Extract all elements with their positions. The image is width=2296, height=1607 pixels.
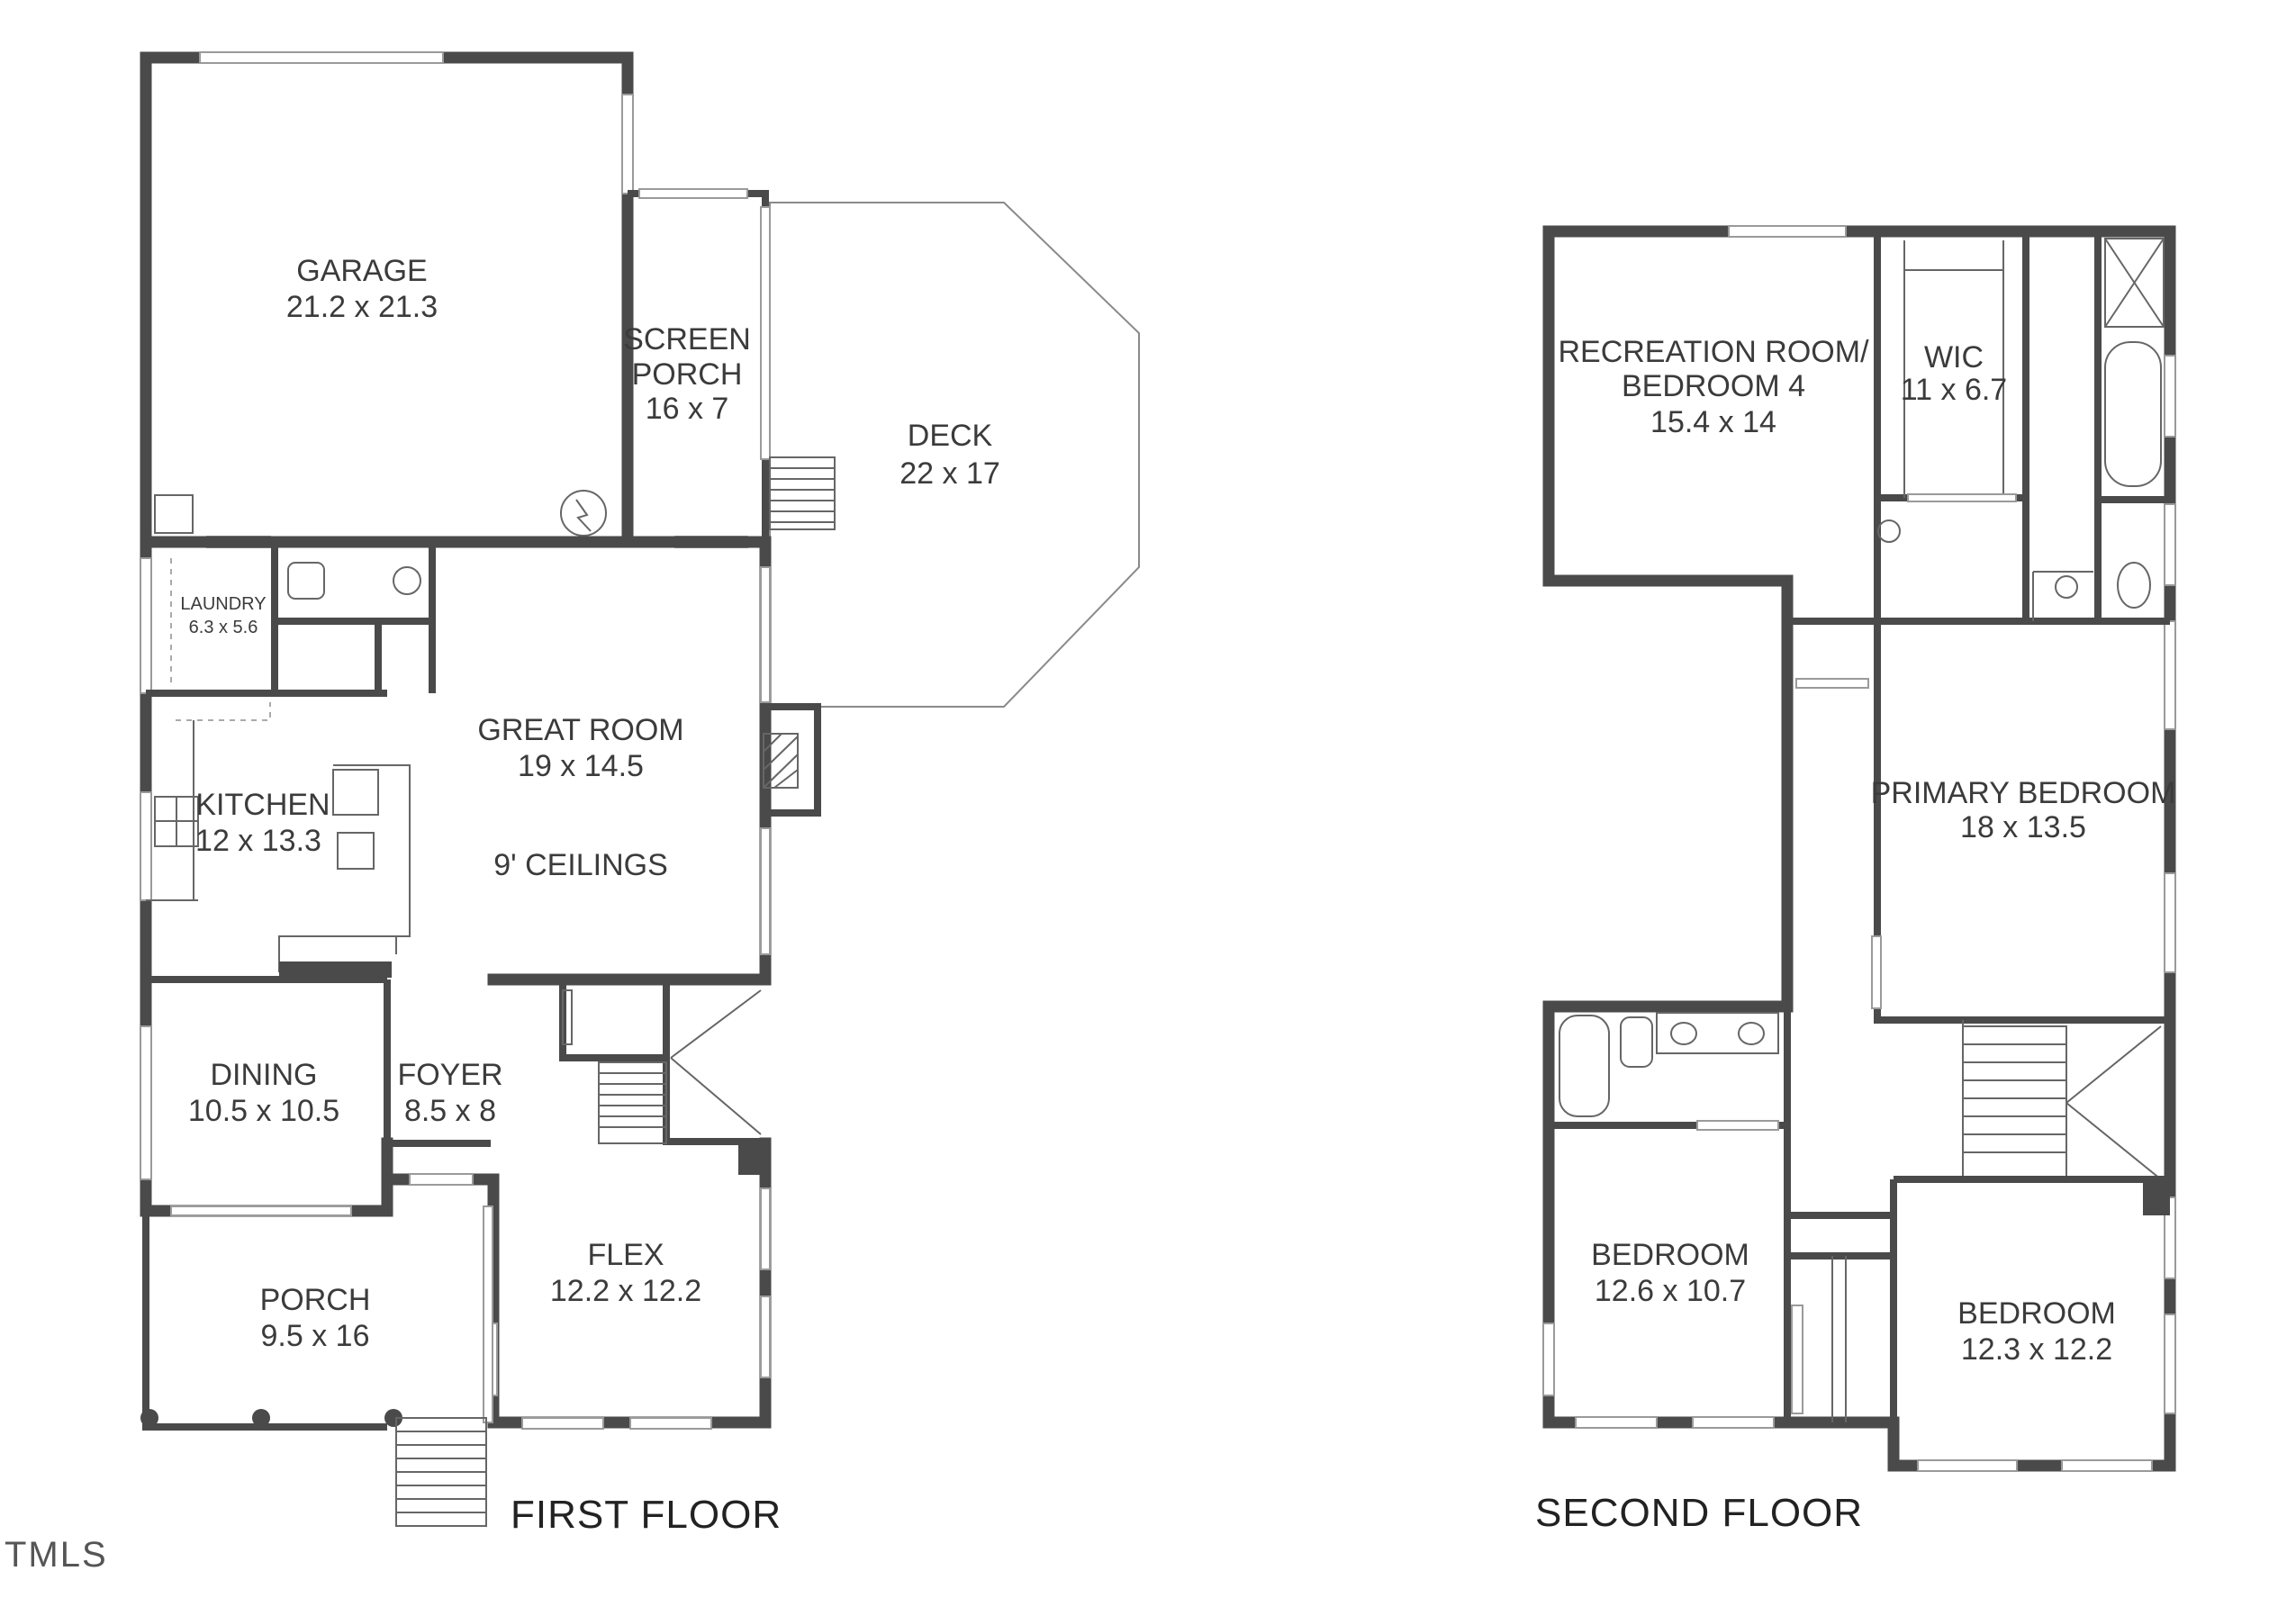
first-floor-plan: GARAGE 21.2 x 21.3 SCREEN PORCH 16 x 7 D… bbox=[140, 51, 1140, 1537]
great-room-ceiling-note: 9' CEILINGS bbox=[493, 848, 668, 882]
garage-dims: 21.2 x 21.3 bbox=[286, 290, 438, 324]
laundry-dims: 6.3 x 5.6 bbox=[189, 618, 258, 637]
mls-logo: TMLS bbox=[5, 1535, 108, 1575]
primary-bedroom-label: PRIMARY BEDROOM bbox=[1871, 776, 2176, 810]
recreation-label-1: RECREATION ROOM/ bbox=[1558, 335, 1869, 369]
recreation-label-2: BEDROOM 4 bbox=[1622, 369, 1805, 403]
deck-label: DECK bbox=[908, 419, 993, 453]
recreation-dims: 15.4 x 14 bbox=[1650, 405, 1776, 439]
garage-label: GARAGE bbox=[296, 254, 427, 288]
great-room-label: GREAT ROOM bbox=[477, 713, 683, 747]
kitchen-dims: 12 x 13.3 bbox=[195, 824, 321, 858]
second-floor-title: SECOND FLOOR bbox=[1535, 1491, 1863, 1535]
first-floor-title: FIRST FLOOR bbox=[511, 1493, 782, 1537]
screen-porch-label-1: SCREEN bbox=[623, 322, 751, 357]
great-room-dims: 19 x 14.5 bbox=[518, 749, 644, 783]
wic-label: WIC bbox=[1924, 340, 1984, 375]
deck-dims: 22 x 17 bbox=[899, 456, 1000, 491]
primary-bedroom-dims: 18 x 13.5 bbox=[1960, 810, 2086, 844]
porch-dims: 9.5 x 16 bbox=[261, 1319, 370, 1353]
foyer-label: FOYER bbox=[397, 1058, 502, 1092]
porch-label: PORCH bbox=[260, 1283, 371, 1317]
flex-label: FLEX bbox=[587, 1238, 664, 1272]
wic-dims: 11 x 6.7 bbox=[1901, 373, 2007, 407]
flex-dims: 12.2 x 12.2 bbox=[550, 1274, 701, 1308]
bedroom-b-dims: 12.3 x 12.2 bbox=[1961, 1332, 2112, 1367]
bedroom-a-dims: 12.6 x 10.7 bbox=[1595, 1274, 1746, 1308]
dining-dims: 10.5 x 10.5 bbox=[188, 1094, 339, 1128]
second-floor-plan: RECREATION ROOM/ BEDROOM 4 15.4 x 14 WIC… bbox=[1535, 225, 2176, 1535]
screen-porch-label-2: PORCH bbox=[632, 357, 743, 392]
screen-porch-dims: 16 x 7 bbox=[646, 392, 729, 426]
laundry-label: LAUNDRY bbox=[180, 594, 266, 614]
foyer-dims: 8.5 x 8 bbox=[404, 1094, 496, 1128]
bedroom-a-label: BEDROOM bbox=[1591, 1238, 1749, 1272]
bedroom-b-label: BEDROOM bbox=[1957, 1296, 2116, 1331]
deck-outline bbox=[769, 202, 1140, 708]
dining-label: DINING bbox=[211, 1058, 318, 1092]
kitchen-label: KITCHEN bbox=[195, 788, 330, 822]
